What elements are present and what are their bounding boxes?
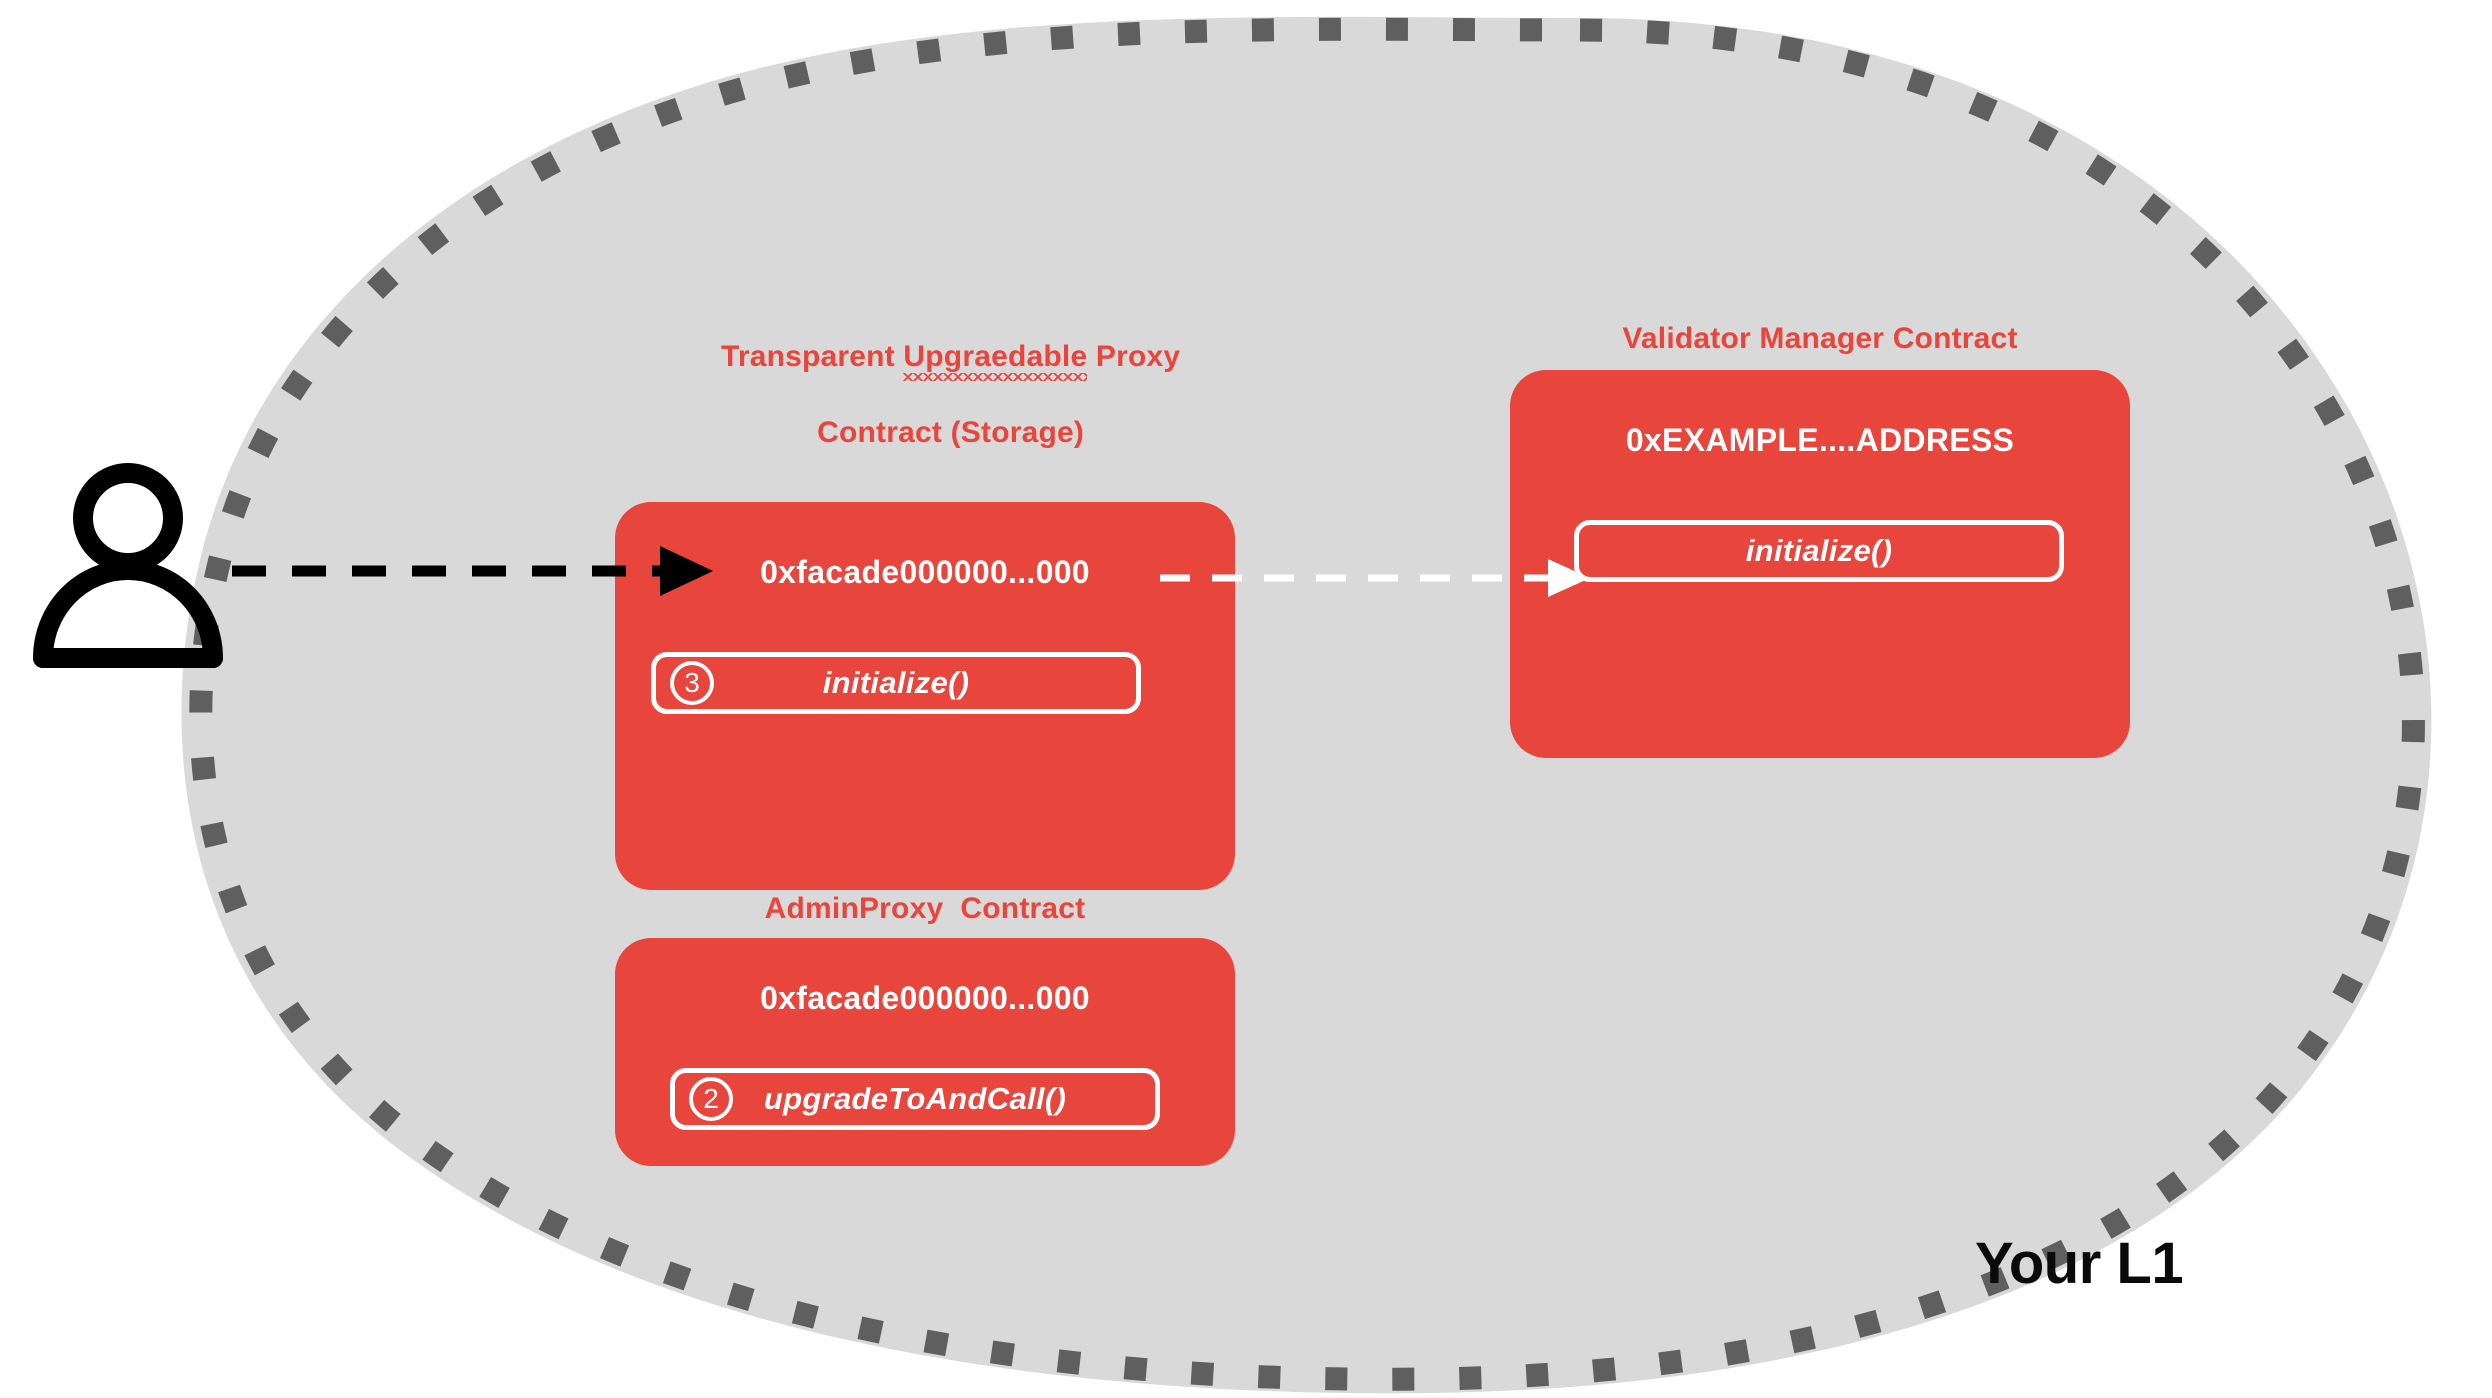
region-label-your-l1: Your L1	[1975, 1231, 2184, 1296]
title-text-suffix: Proxy	[1087, 340, 1181, 373]
method-label-upgrade-to-and-call: upgradeToAndCall()	[763, 1081, 1067, 1116]
contract-title-validator-manager: Validator Manager Contract	[1622, 322, 2018, 355]
method-label-initialize: initialize()	[822, 665, 970, 700]
contract-transparent-upgradeable-proxy[interactable]: Transparent Upgraedable Proxy Contract (…	[615, 300, 1235, 890]
title-text-misspelled-word: Upgraedable	[903, 338, 1088, 381]
contract-box-validator-manager[interactable]: 0xEXAMPLE....ADDRESS initialize()	[1510, 370, 2130, 758]
step-badge-2: 2	[689, 1077, 733, 1121]
method-pill-upgrade-to-and-call[interactable]: 2 upgradeToAndCall()	[670, 1068, 1160, 1130]
method-pill-initialize-validator-manager[interactable]: initialize()	[1574, 520, 2064, 582]
contract-address-admin-proxy: 0xfacade000000...000	[760, 980, 1090, 1016]
contract-address-transparent-upgradeable-proxy: 0xfacade000000...000	[760, 554, 1090, 590]
title-text-line2: Contract (Storage)	[817, 416, 1085, 449]
method-pill-initialize-proxy[interactable]: 3 initialize()	[651, 652, 1141, 714]
contract-box-admin-proxy[interactable]: 0xfacade000000...000 2 upgradeToAndCall(…	[615, 938, 1235, 1166]
contract-admin-proxy[interactable]: AdminProxy Contract 0xfacade000000...000…	[615, 890, 1235, 1166]
title-text-prefix: Transparent	[720, 340, 904, 373]
contract-address-validator-manager: 0xEXAMPLE....ADDRESS	[1625, 422, 2015, 458]
contract-box-transparent-upgradeable-proxy[interactable]: 0xfacade000000...000 3 initialize()	[615, 502, 1235, 890]
method-label-initialize-vm: initialize()	[1745, 533, 1893, 568]
contract-validator-manager[interactable]: Validator Manager Contract 0xEXAMPLE....…	[1510, 320, 2130, 758]
step-badge-3: 3	[670, 661, 714, 705]
user-person-icon	[33, 463, 223, 668]
contract-title-admin-proxy: AdminProxy Contract	[764, 892, 1086, 925]
contract-title-transparent-upgradeable-proxy: Transparent Upgraedable Proxy Contract (…	[615, 300, 1235, 490]
